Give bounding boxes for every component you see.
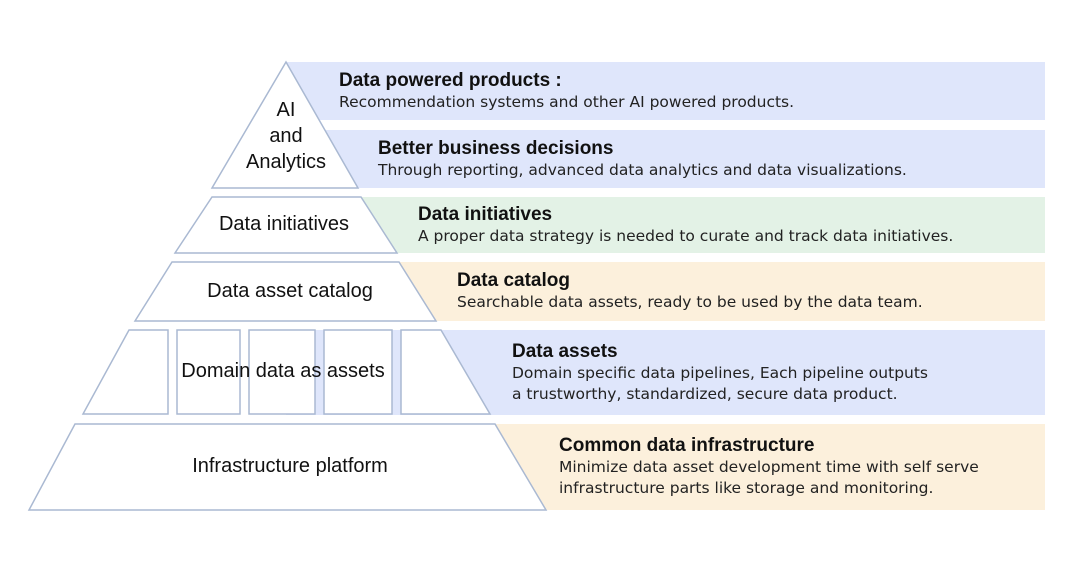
band-description: Searchable data assets, ready to be used… — [457, 293, 923, 311]
pillar — [400, 329, 492, 415]
band-description: A proper data strategy is needed to cura… — [418, 226, 954, 245]
tier-label-infrastructure-platform: Infrastructure platform — [192, 455, 388, 477]
pyramid-tier-ai-and-analytics — [210, 60, 360, 189]
pillar — [323, 329, 393, 415]
band-description: Through reporting, advanced data analyti… — [378, 160, 907, 179]
pillar — [81, 329, 169, 415]
band-title: Data initiatives — [418, 203, 553, 225]
pyramid-tier-data-initiatives — [173, 196, 399, 254]
band-description: Recommendation systems and other AI powe… — [339, 92, 795, 111]
band-description: Domain specific data pipelines, Each pip… — [512, 363, 929, 403]
tier-label-data-initiatives: Data initiatives — [218, 213, 350, 235]
band-title: Better business decisions — [378, 137, 614, 159]
band-data-initiatives: Data initiatives A proper data strategy … — [286, 197, 1045, 253]
tier-label-data-asset-catalog: Data asset catalog — [207, 280, 373, 302]
band-description: Minimize data asset development time wit… — [559, 458, 979, 497]
band-title: Data catalog — [457, 270, 570, 291]
pillar — [176, 329, 241, 415]
band-title: Common data infrastructure — [559, 435, 815, 456]
pillar — [248, 329, 316, 415]
band-data-powered-products: Data powered products : Recommendation s… — [286, 62, 1045, 120]
pyramid-tier-domain-data-as-assets — [81, 329, 492, 415]
band-title: Data assets — [512, 340, 618, 362]
band-better-business-decisions: Better business decisions Through report… — [286, 130, 1045, 188]
band-title: Data powered products : — [339, 69, 562, 91]
tier-label-domain-data-as-assets: Domain data as assets — [181, 360, 385, 382]
pyramid-tier-data-asset-catalog — [133, 261, 438, 322]
tier-label-ai-and-analytics: AI and Analytics — [245, 99, 327, 173]
pyramid-tier-infrastructure-platform — [27, 423, 548, 511]
